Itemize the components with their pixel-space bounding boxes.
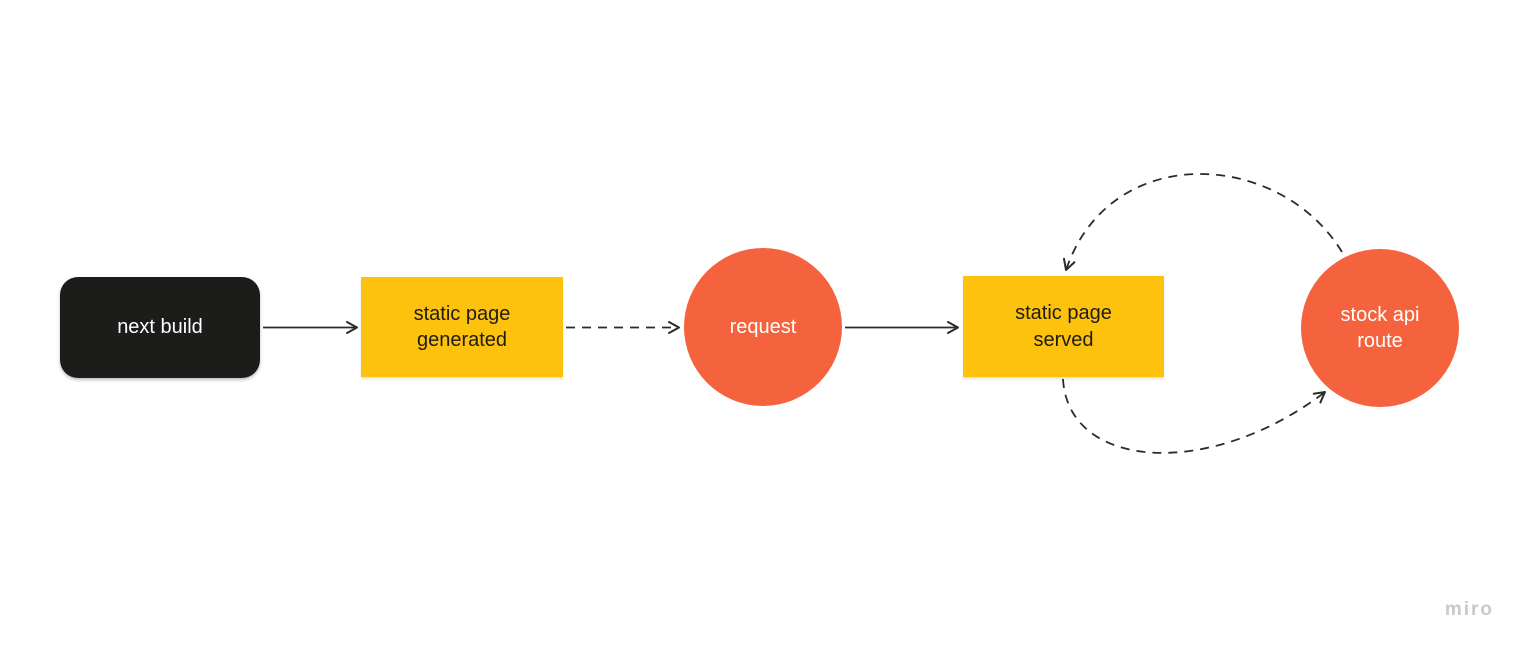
node-static-page-generated[interactable]: static page generated	[361, 277, 563, 377]
node-stock-api-route-label: stock api route	[1340, 303, 1420, 352]
connector-static-page-served-to-stock-api-route[interactable]	[1062, 378, 1326, 454]
node-static-page-served-label: static page served	[1015, 302, 1112, 351]
node-next-build-label: next build	[117, 316, 203, 339]
node-request[interactable]: request	[684, 248, 842, 406]
node-request-label: request	[729, 315, 797, 338]
node-next-build[interactable]: next build	[60, 277, 260, 378]
node-stock-api-route[interactable]: stock api route	[1301, 249, 1459, 407]
miro-watermark: miro	[1444, 599, 1494, 620]
connector-stock-api-route-to-static-page-served[interactable]	[1063, 173, 1343, 271]
node-static-page-served[interactable]: static page served	[963, 276, 1164, 377]
node-static-page-generated-label: static page generated	[413, 302, 511, 351]
